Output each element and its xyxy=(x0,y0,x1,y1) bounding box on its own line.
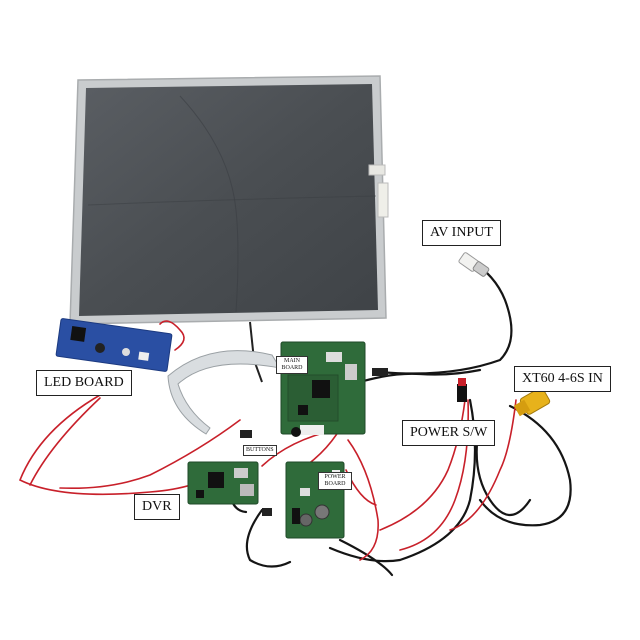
main-board-label-line2: BOARD xyxy=(281,365,303,371)
led-board xyxy=(55,318,173,372)
av-input-label: AV INPUT xyxy=(422,220,501,246)
dvr-board xyxy=(187,461,259,505)
main-board-label-line1: MAIN xyxy=(284,358,300,364)
power-board-label-line1: POWER xyxy=(324,474,346,480)
dvr-label: DVR xyxy=(134,494,180,520)
main-board-label: MAIN BOARD xyxy=(276,356,308,374)
power-board-label: POWER BOARD xyxy=(318,472,352,490)
xt60-input-label: XT60 4-6S IN xyxy=(514,366,611,392)
lcd-panel xyxy=(69,75,389,325)
led-board-label: LED BOARD xyxy=(36,370,132,396)
plug-connectors xyxy=(240,368,388,516)
main-board xyxy=(280,341,366,437)
xt60-connector xyxy=(513,387,551,417)
av-input-connector xyxy=(458,252,490,277)
power-switch xyxy=(457,378,467,402)
panel-ribbon-cable xyxy=(167,321,282,435)
power-switch-label: POWER S/W xyxy=(402,420,496,446)
power-board-label-line2: BOARD xyxy=(324,481,346,487)
buttons-label: BUTTONS xyxy=(243,445,277,456)
